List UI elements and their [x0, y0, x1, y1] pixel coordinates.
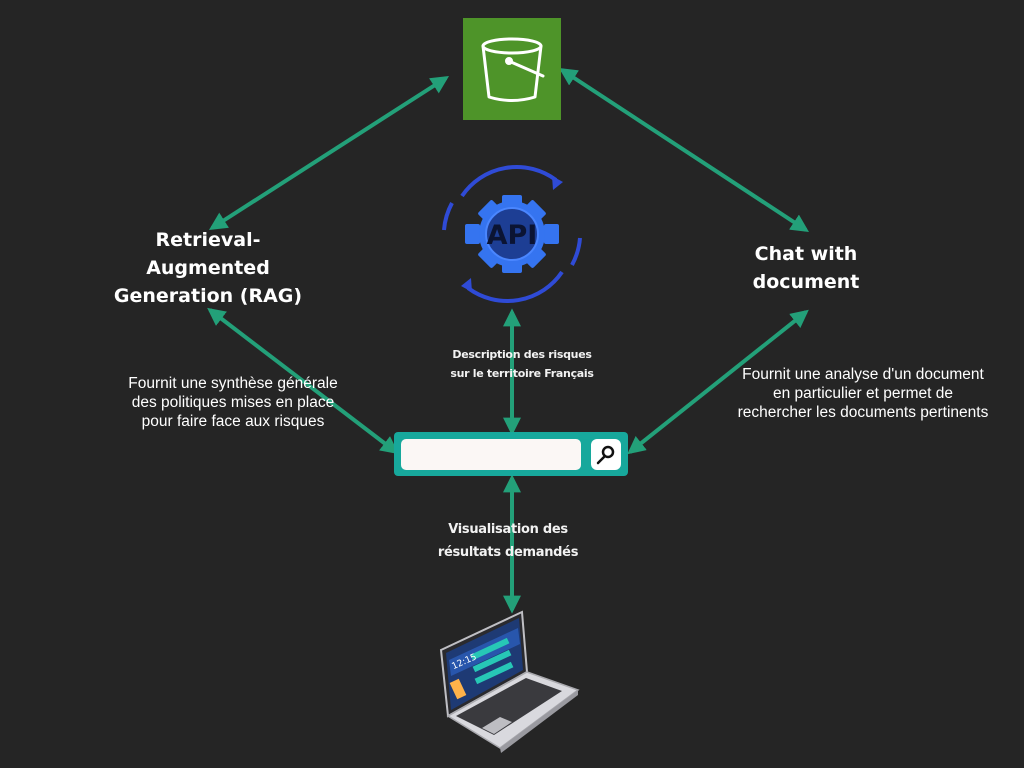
arrow-rag-storage: [208, 76, 450, 230]
api-gear-icon: [442, 165, 582, 303]
rag-title-line-1: Retrieval-: [155, 229, 261, 251]
rag-title-line-2: Augmented: [146, 257, 270, 279]
search-bar[interactable]: [394, 432, 628, 476]
chat-title: Chat with document: [716, 240, 896, 296]
search-laptop-label: Visualisation des résultats demandés: [418, 518, 598, 564]
laptop-node: 12:15: [439, 610, 580, 753]
rag-description-line-2: des politiques mises en place: [131, 394, 335, 411]
chat-title-line-1: Chat with: [754, 243, 858, 265]
search-input[interactable]: [401, 439, 581, 470]
rag-description: Fournit une synthèse générale des politi…: [98, 374, 368, 431]
api-search-label-line-2: sur le territoire Français: [450, 367, 594, 380]
api-label: API: [487, 220, 538, 251]
search-laptop-label-line-2: résultats demandés: [437, 545, 579, 560]
chat-description-line-1: Fournit une analyse d'un document: [742, 366, 984, 383]
rag-description-line-1: Fournit une synthèse générale: [128, 375, 338, 392]
chat-description-line-2: en particulier et permet de: [772, 385, 954, 402]
rag-title-line-3: Generation (RAG): [113, 285, 303, 307]
chat-description: Fournit une analyse d'un document en par…: [718, 365, 1008, 422]
api-search-label-line-1: Description des risques: [452, 348, 592, 361]
api-search-label: Description des risques sur le territoir…: [432, 345, 612, 383]
arrow-rag-search: [207, 307, 399, 455]
storage-node[interactable]: [463, 18, 561, 120]
chat-description-line-3: rechercher les documents pertinents: [737, 404, 989, 421]
api-node[interactable]: API: [442, 165, 582, 303]
rag-title: Retrieval- Augmented Generation (RAG): [98, 226, 318, 310]
arrow-storage-chat: [558, 68, 810, 232]
arrow-chat-search: [627, 309, 809, 455]
search-icon: [596, 445, 615, 465]
chat-title-line-2: document: [752, 271, 860, 293]
search-laptop-label-line-1: Visualisation des: [448, 522, 568, 537]
rag-description-line-3: pour faire face aux risques: [141, 413, 325, 430]
storage-gradient: [463, 18, 561, 120]
storage-background: [463, 18, 561, 120]
search-button[interactable]: [591, 439, 621, 470]
bucket-icon: [481, 37, 545, 102]
laptop-icon: [439, 610, 580, 753]
